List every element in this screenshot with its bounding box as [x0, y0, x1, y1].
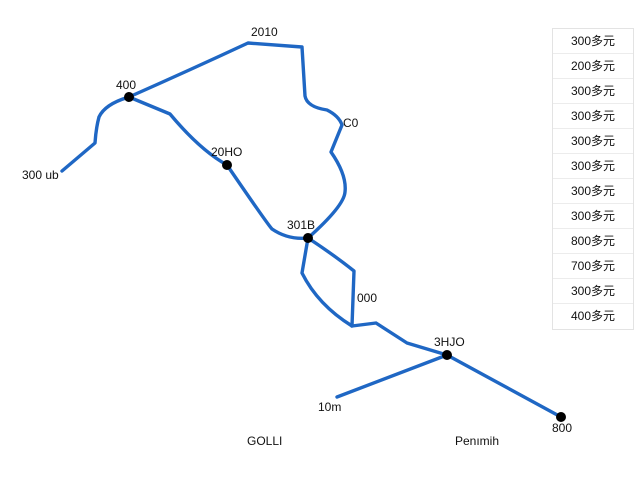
station-dot-3hjo[interactable]	[442, 350, 452, 360]
legend-item: 300多元	[553, 79, 633, 104]
route-line-north-loop	[127, 41, 347, 240]
place-label-penimih: Penımih	[455, 434, 499, 448]
station-dot-400[interactable]	[124, 92, 134, 102]
route-line-south-loop	[300, 236, 356, 328]
station-dot-301b[interactable]	[303, 233, 313, 243]
legend-item: 300多元	[553, 279, 633, 304]
station-label-300ub: 300 ub	[22, 168, 59, 182]
place-label-golli: GOLLI	[247, 434, 282, 448]
station-label-301b: 301B	[287, 218, 315, 232]
legend-item: 700多元	[553, 254, 633, 279]
legend-item: 300多元	[553, 104, 633, 129]
route-line-west	[60, 95, 131, 173]
legend-item: 300多元	[553, 129, 633, 154]
station-label-000: 000	[357, 291, 377, 305]
legend-item: 300多元	[553, 204, 633, 229]
legend-item: 300多元	[553, 154, 633, 179]
station-label-800: 800	[552, 421, 572, 435]
legend-item: 400多元	[570, 309, 616, 323]
legend-item: 800多元	[553, 229, 633, 254]
legend-item: 200多元	[553, 54, 633, 79]
station-label-3hjo: 3HJO	[434, 335, 465, 349]
station-label-400: 400	[116, 78, 136, 92]
route-line-central	[127, 95, 310, 240]
price-legend: 300多元 200多元 300多元 300多元 300多元 300多元 300多…	[552, 28, 634, 330]
station-label-c0: C0	[343, 116, 359, 130]
station-dot-800[interactable]	[556, 412, 566, 422]
legend-item: 300多元	[553, 29, 633, 54]
station-label-20ho: 20HO	[211, 145, 242, 159]
station-label-2010: 2010	[251, 25, 278, 39]
station-label-10m: 10m	[318, 400, 341, 414]
legend-item: 300多元	[553, 179, 633, 204]
route-line-spur	[335, 353, 449, 399]
station-dot-20ho[interactable]	[222, 160, 232, 170]
route-line-southeast	[350, 321, 563, 419]
